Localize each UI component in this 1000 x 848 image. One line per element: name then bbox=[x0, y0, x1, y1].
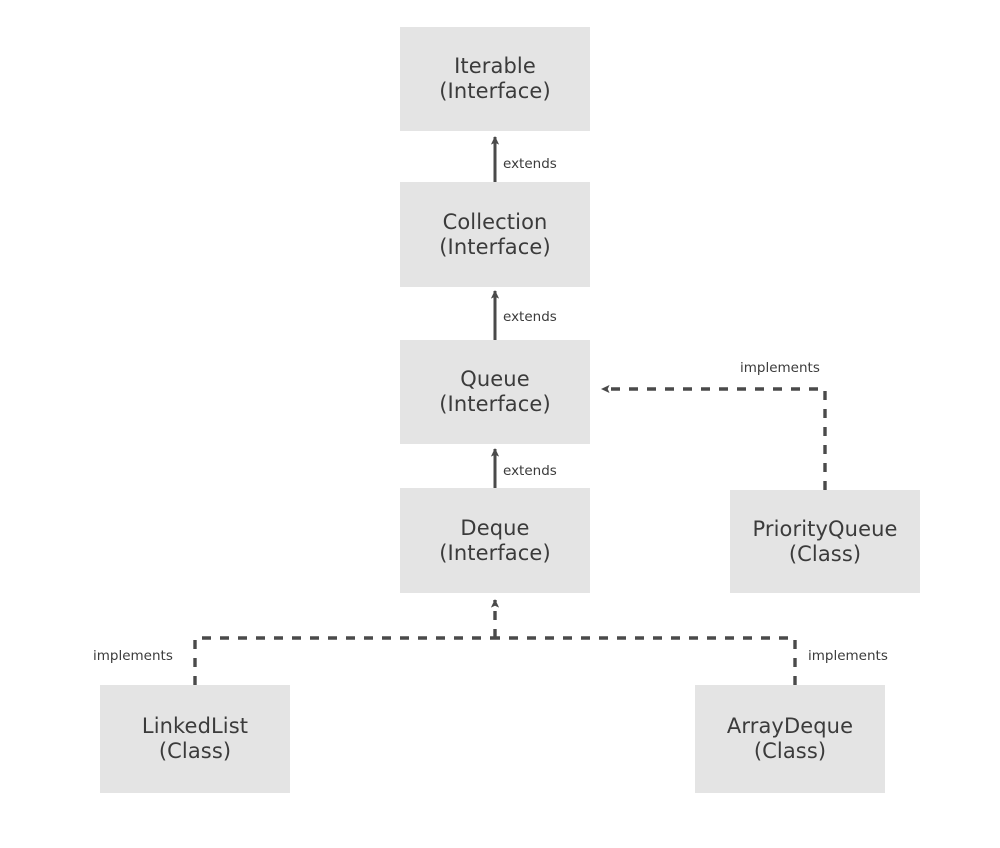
node-iterable[interactable]: Iterable (Interface) bbox=[400, 27, 590, 131]
node-arraydeque[interactable]: ArrayDeque (Class) bbox=[695, 685, 885, 793]
node-iterable-title: Iterable bbox=[454, 54, 536, 79]
node-priorityqueue-title: PriorityQueue bbox=[752, 516, 898, 541]
edge-label-arraydeque-implements-deque: implements bbox=[808, 648, 888, 664]
edge-label-priorityqueue-implements-queue: implements bbox=[740, 360, 820, 376]
node-iterable-stereotype: (Interface) bbox=[439, 79, 551, 103]
node-deque-title: Deque bbox=[460, 515, 530, 540]
edge-label-deque-extends-queue: extends bbox=[503, 463, 557, 479]
node-queue-title: Queue bbox=[460, 367, 530, 392]
node-linkedlist[interactable]: LinkedList (Class) bbox=[100, 685, 290, 793]
node-arraydeque-stereotype: (Class) bbox=[753, 739, 827, 763]
node-deque[interactable]: Deque (Interface) bbox=[400, 488, 590, 593]
edge-label-collection-extends-iterable: extends bbox=[503, 156, 557, 172]
edge-arraydeque-implements-deque bbox=[495, 636, 797, 685]
node-collection[interactable]: Collection (Interface) bbox=[400, 182, 590, 287]
edge-priorityqueue-implements-queue bbox=[600, 384, 827, 490]
node-queue-stereotype: (Interface) bbox=[439, 392, 551, 416]
node-priorityqueue[interactable]: PriorityQueue (Class) bbox=[730, 490, 920, 593]
node-priorityqueue-stereotype: (Class) bbox=[788, 541, 862, 566]
edge-label-queue-extends-collection: extends bbox=[503, 309, 557, 325]
node-arraydeque-title: ArrayDeque bbox=[726, 714, 854, 739]
edge-label-linkedlist-implements-deque: implements bbox=[93, 648, 173, 664]
node-collection-title: Collection bbox=[442, 209, 548, 234]
node-linkedlist-title: LinkedList bbox=[141, 714, 249, 739]
node-deque-stereotype: (Interface) bbox=[439, 540, 551, 565]
node-linkedlist-stereotype: (Class) bbox=[158, 739, 232, 763]
node-queue[interactable]: Queue (Interface) bbox=[400, 340, 590, 444]
node-collection-stereotype: (Interface) bbox=[439, 234, 551, 259]
edge-linkedlist-implements-deque bbox=[193, 636, 495, 685]
